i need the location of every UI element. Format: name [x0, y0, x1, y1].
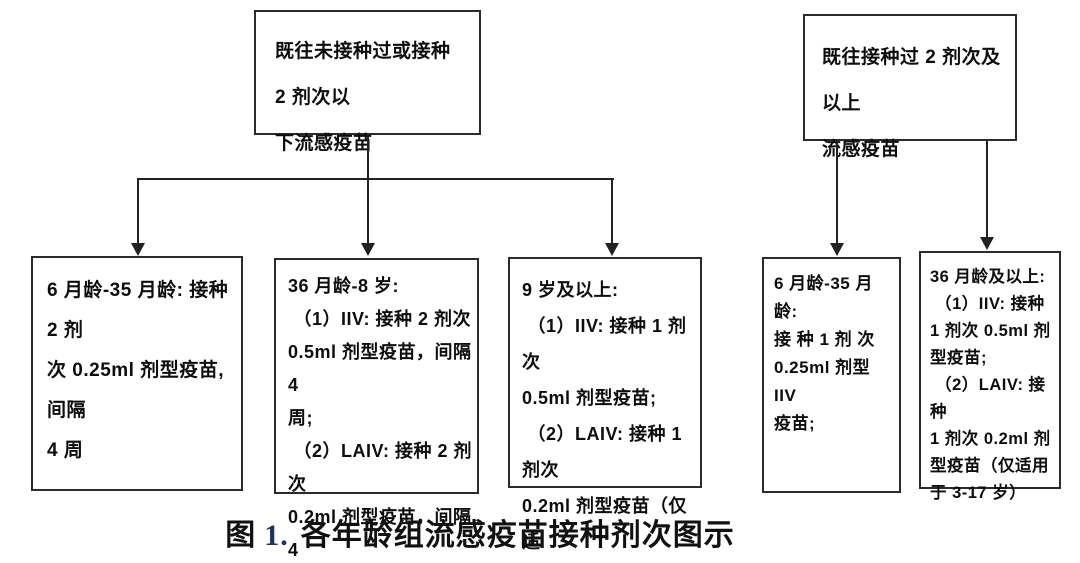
flow-box-text: 6 月龄-35 月龄: 接 种 1 剂 次 0.25ml 剂型 IIV 疫苗;	[774, 274, 875, 433]
flow-box-age-6-35-months: 6 月龄-35 月龄: 接种 2 剂 次 0.25ml 剂型疫苗, 间隔 4 周	[31, 256, 243, 491]
flow-box-text: 9 岁及以上: （1）IIV: 接种 1 剂次 0.5ml 剂型疫苗; （2）L…	[522, 280, 688, 552]
flow-box-age-9-years-up: 9 岁及以上: （1）IIV: 接种 1 剂次 0.5ml 剂型疫苗; （2）L…	[508, 257, 702, 552]
arrow-down-icon	[361, 243, 375, 256]
caption-title: 各年龄组流感疫苗接种剂次图示	[300, 519, 735, 552]
flow-box-age-36-months-8-years: 36 月龄-8 岁: （1）IIV: 接种 2 剂次 0.5ml 剂型疫苗，间隔…	[274, 258, 479, 560]
connector-center-line	[367, 135, 369, 244]
connector-right-line	[611, 178, 613, 244]
connector-right-group-left-line	[836, 141, 838, 244]
arrow-down-icon	[131, 243, 145, 256]
connector-left-line	[137, 178, 139, 244]
flow-box-text: 6 月龄-35 月龄: 接种 2 剂 次 0.25ml 剂型疫苗, 间隔 4 周	[47, 280, 229, 461]
flow-box-text: 既往接种过 2 剂次及以上 流感疫苗	[822, 47, 1001, 160]
flow-box-text: 36 月龄-8 岁: （1）IIV: 接种 2 剂次 0.5ml 剂型疫苗，间隔…	[288, 276, 473, 560]
flow-box-text: 36 月龄及以上: （1）IIV: 接种 1 剂次 0.5ml 剂 型疫苗; （…	[930, 268, 1051, 502]
flow-box-text: 既往未接种过或接种 2 剂次以 下流感疫苗	[275, 41, 451, 154]
flow-box-no-prior-vaccination: 既往未接种过或接种 2 剂次以 下流感疫苗	[254, 10, 481, 154]
connector-right-group-right-line	[986, 141, 988, 238]
flow-box-age-6-35-months-prior: 6 月龄-35 月龄: 接 种 1 剂 次 0.25ml 剂型 IIV 疫苗;	[762, 257, 901, 493]
arrow-down-icon	[605, 243, 619, 256]
caption-figure-label: 图	[225, 519, 257, 552]
arrow-down-icon	[980, 237, 994, 250]
arrow-down-icon	[830, 243, 844, 256]
flow-box-prior-2-doses: 既往接种过 2 剂次及以上 流感疫苗	[803, 14, 1017, 160]
flow-box-age-36-months-up-prior: 36 月龄及以上: （1）IIV: 接种 1 剂次 0.5ml 剂 型疫苗; （…	[919, 251, 1061, 502]
connector-horizontal-line	[137, 178, 614, 180]
caption-figure-number: 1.	[264, 519, 289, 552]
